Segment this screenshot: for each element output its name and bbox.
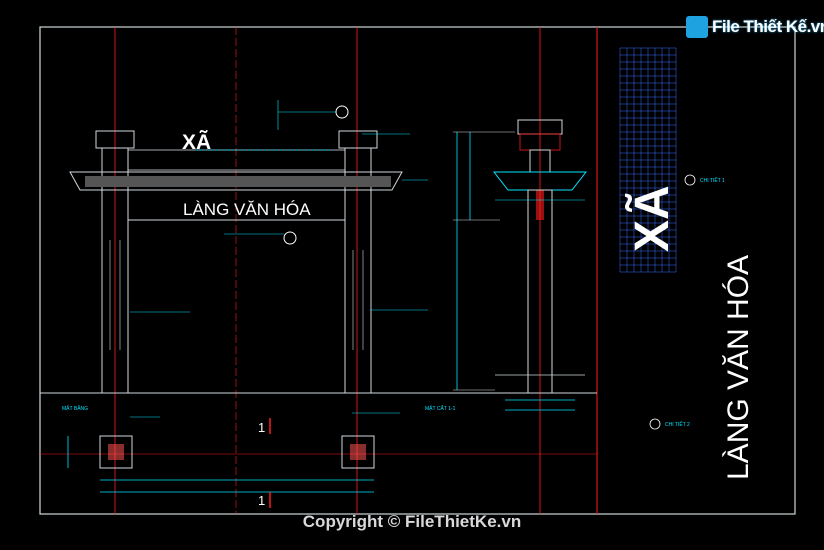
cut-mark-bottom: 1 bbox=[258, 493, 265, 508]
detail-big-word: XÃ bbox=[624, 185, 679, 252]
gate-plan: 1 1 MẶT BẰNG bbox=[62, 404, 400, 508]
filethietke-logo: File Thiết Kế.vn bbox=[686, 14, 824, 42]
gate-elevation: XÃ LÀNG VĂN HÓA bbox=[69, 100, 428, 394]
section-label: MẶT CẮT 1-1 bbox=[425, 404, 456, 412]
copyright-text: Copyright © FileThietKe.vn bbox=[302, 512, 522, 531]
detail-grid bbox=[619, 47, 677, 273]
gate-section: MẶT CẮT 1-1 bbox=[425, 119, 588, 412]
cut-mark: 1 bbox=[258, 420, 265, 435]
detail-note-2: CHI TIẾT 2 bbox=[665, 421, 690, 428]
plan-label: MẶT BẰNG bbox=[62, 404, 88, 412]
detail-big-sign: LÀNG VĂN HÓA bbox=[722, 255, 755, 480]
logo-badge-icon bbox=[686, 16, 708, 38]
detail-note-1: CHI TIẾT 1 bbox=[700, 177, 725, 184]
logo-text: File Thiết Kế.vn bbox=[712, 17, 824, 36]
detail-panel: XÃ LÀNG VĂN HÓA CHI TIẾT 1 CHI TIẾT 2 bbox=[619, 47, 755, 480]
drawing-frame bbox=[39, 26, 796, 515]
elevation-top-word: XÃ bbox=[182, 131, 211, 154]
elevation-sign-text: LÀNG VĂN HÓA bbox=[183, 200, 311, 219]
